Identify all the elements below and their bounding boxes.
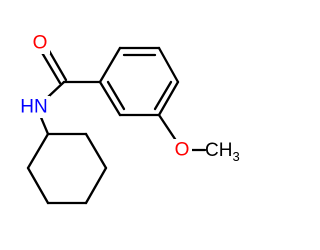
atom-label-layer: O HN O CH3 (18, 32, 240, 164)
molecule-structure: O HN O CH3 (18, 32, 240, 205)
bond-cyclohexane-2 (84, 132, 108, 170)
methyl-label-main: CH (205, 140, 232, 161)
bond-cyclohexane-5 (26, 166, 50, 205)
bond-carbonyl-double-b (46, 46, 68, 82)
carbonyl-oxygen-label: O (33, 33, 48, 54)
amide-nitrogen-label: HN (20, 97, 47, 118)
bond-cyclohexane-3 (84, 166, 108, 205)
bond-layer (26, 46, 207, 205)
ether-oxygen-label: O (175, 140, 190, 161)
bond-benzene-6 (98, 80, 122, 117)
bond-benzene-inner-right (153, 80, 173, 111)
bond-benzene-4 (157, 80, 180, 117)
bond-benzene-inner-left (106, 80, 126, 111)
bond-carbonyl-double-a (39, 49, 62, 85)
bond-carbonyl-nitrogen (46, 80, 66, 99)
bond-ring-ether-oxygen (157, 113, 179, 144)
methyl-label-subscript: 3 (232, 149, 239, 164)
bond-nitrogen-cyclohexyl (38, 113, 50, 136)
bond-benzene-3 (157, 46, 180, 84)
methyl-label: CH3 (205, 140, 240, 164)
bond-benzene-1 (98, 46, 122, 84)
bond-cyclohexane-6 (26, 132, 50, 170)
